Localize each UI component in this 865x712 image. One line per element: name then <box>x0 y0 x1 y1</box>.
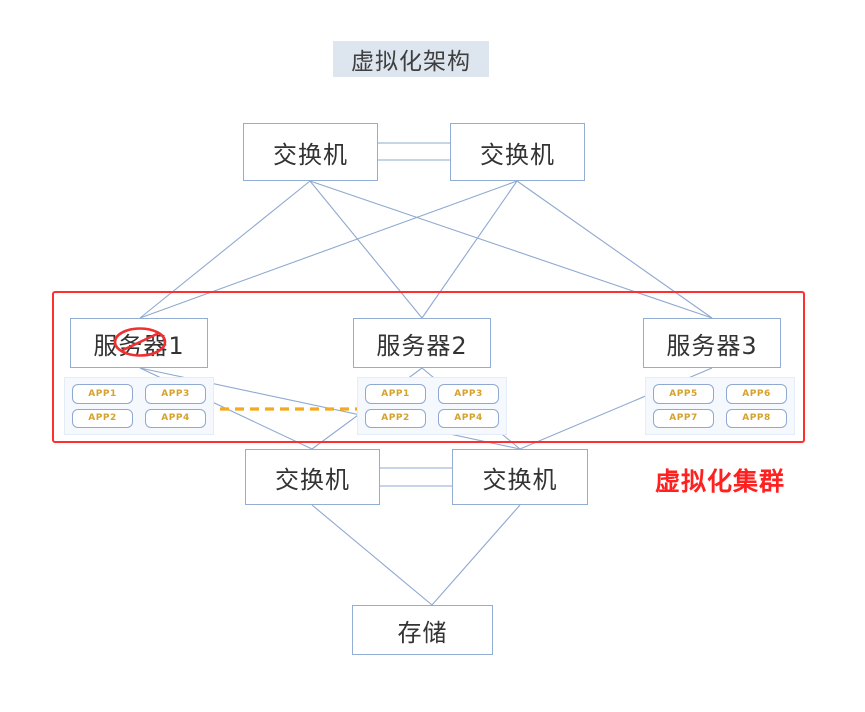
app-chip[interactable]: APP4 <box>438 408 499 428</box>
app-chip[interactable]: APP2 <box>72 408 133 428</box>
switch-top-right[interactable]: 交换机 <box>450 123 585 181</box>
storage-label: 存储 <box>397 618 448 647</box>
switch-top-right-label: 交换机 <box>480 140 555 169</box>
page-title: 虚拟化架构 <box>333 41 489 77</box>
app-chip[interactable]: APP7 <box>653 408 714 428</box>
app-chip[interactable]: APP1 <box>365 384 426 404</box>
server-2-app-panel: APP1 APP3 APP2 APP4 <box>357 377 507 435</box>
storage[interactable]: 存储 <box>352 605 493 655</box>
switch-top-left-label: 交换机 <box>273 140 348 169</box>
app-chip[interactable]: APP4 <box>145 408 206 428</box>
server-2[interactable]: 服务器2 <box>353 318 491 368</box>
server-1-label: 服务器1 <box>93 331 185 360</box>
app-chip[interactable]: APP5 <box>653 384 714 404</box>
switch-bottom-left-label: 交换机 <box>275 465 350 494</box>
app-chip[interactable]: APP3 <box>438 384 499 404</box>
server-3-label: 服务器3 <box>666 331 758 360</box>
app-chip[interactable]: APP2 <box>365 408 426 428</box>
switch-bottom-left[interactable]: 交换机 <box>245 449 380 505</box>
app-chip[interactable]: APP8 <box>726 408 787 428</box>
switch-bottom-right[interactable]: 交换机 <box>452 449 588 505</box>
switch-top-left[interactable]: 交换机 <box>243 123 378 181</box>
switch-bottom-right-label: 交换机 <box>482 465 558 494</box>
server-1-app-panel: APP1 APP3 APP2 APP4 <box>64 377 214 435</box>
app-chip[interactable]: APP3 <box>145 384 206 404</box>
app-chip[interactable]: APP6 <box>726 384 787 404</box>
cluster-label: 虚拟化集群 <box>655 467 786 496</box>
server-3-app-panel: APP5 APP6 APP7 APP8 <box>645 377 795 435</box>
app-chip[interactable]: APP1 <box>72 384 133 404</box>
server-3[interactable]: 服务器3 <box>643 318 781 368</box>
server-2-label: 服务器2 <box>376 331 468 360</box>
server-1[interactable]: 服务器1 <box>70 318 208 368</box>
